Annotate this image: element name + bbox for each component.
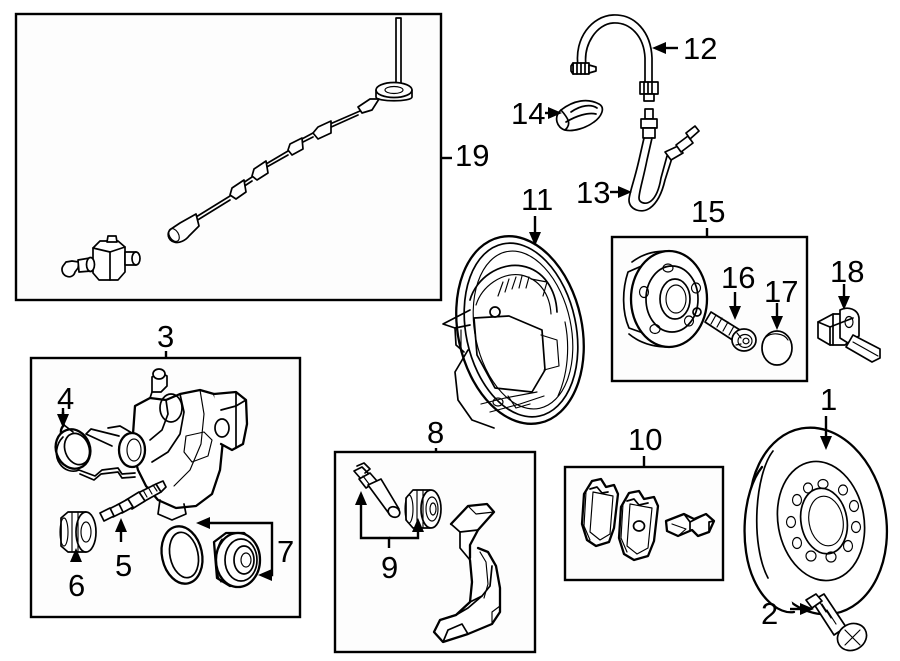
part-caliper-assembly: [85, 368, 249, 521]
part-abs-speed-sensor: [817, 307, 881, 363]
part-brake-backing-plate: [442, 235, 585, 429]
part-brake-pad-shim-clip: [664, 512, 716, 538]
callout-19: 19: [455, 138, 490, 173]
callout-17: 17: [764, 274, 799, 309]
part-brake-hose-lower: [628, 108, 700, 212]
callout-1: 1: [820, 382, 838, 417]
callout-8: 8: [427, 415, 445, 450]
leader-lines: [57, 42, 850, 615]
part-brake-pad-inner: [617, 489, 660, 562]
part-brake-pad-outer: [580, 477, 620, 548]
callout-6: 6: [68, 568, 86, 603]
group-box-19: [14, 12, 443, 302]
part-hose-retaining-clip: [555, 99, 604, 132]
callout-9: 9: [381, 550, 399, 585]
callout-13: 13: [576, 175, 611, 210]
callout-5: 5: [115, 548, 133, 583]
part-piston-seal-boot: [59, 511, 97, 553]
part-guide-pin-bolt: [353, 462, 401, 519]
part-parking-brake-spring: [54, 423, 136, 481]
callout-7: 7: [277, 534, 295, 569]
part-piston-and-dust-boot: [160, 525, 262, 589]
part-brake-hose-upper: [570, 14, 659, 102]
part-rotor-retaining-screw: [805, 593, 868, 652]
part-hub-cap-plug: [761, 330, 793, 366]
callout-2: 2: [761, 596, 779, 631]
part-bleeder-screw: [99, 480, 167, 522]
part-wheel-hub-bearing: [622, 249, 709, 349]
callout-3: 3: [157, 319, 175, 354]
callout-18: 18: [830, 254, 865, 289]
part-hub-mounting-bolt: [704, 311, 757, 352]
callout-10: 10: [628, 422, 663, 457]
callout-12: 12: [683, 31, 718, 66]
part-brake-rotor-disc: [743, 426, 889, 616]
part-caliper-bracket: [432, 502, 502, 644]
part-guide-pin-bushing: [404, 489, 442, 529]
callout-16: 16: [721, 260, 756, 295]
callout-4: 4: [57, 381, 75, 416]
callout-11: 11: [521, 182, 554, 217]
callout-15: 15: [691, 194, 726, 229]
callout-14: 14: [511, 96, 546, 131]
part-parking-brake-cable: [61, 17, 413, 281]
